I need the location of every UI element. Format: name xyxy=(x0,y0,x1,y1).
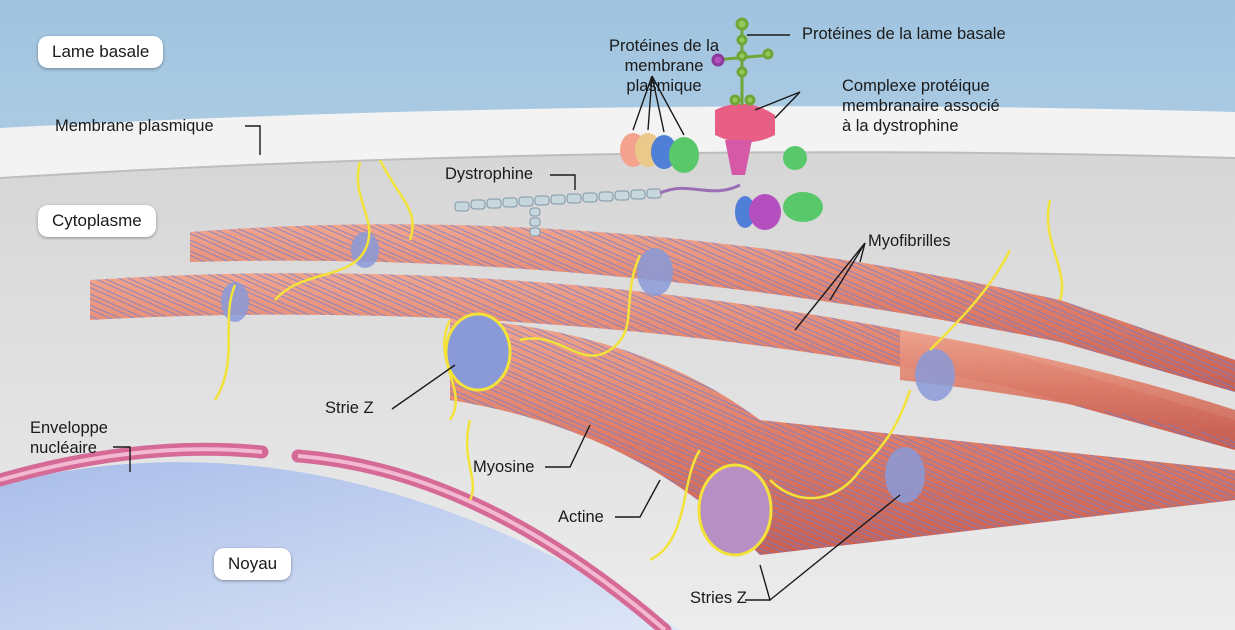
label-proteines-membrane-plasmique: Protéines de la membrane plasmique xyxy=(606,36,722,96)
z-disc xyxy=(637,248,673,296)
label-membrane-plasmique: Membrane plasmique xyxy=(55,116,214,136)
label-proteines-lame-basale: Protéines de la lame basale xyxy=(802,24,1006,44)
label-cytoplasme: Cytoplasme xyxy=(38,205,156,237)
z-disc xyxy=(915,349,955,401)
label-myofibrilles: Myofibrilles xyxy=(868,231,951,251)
label-dystrophine: Dystrophine xyxy=(445,164,533,184)
label-enveloppe-nucleaire: Enveloppe nucléaire xyxy=(30,418,108,458)
label-strie-z: Strie Z xyxy=(325,398,374,418)
z-disc xyxy=(885,447,925,503)
label-stries-z: Stries Z xyxy=(690,588,747,608)
strie-z-disc xyxy=(446,314,510,390)
label-lame-basale: Lame basale xyxy=(38,36,163,68)
label-complexe-proteique: Complexe protéique membranaire associé à… xyxy=(842,76,1000,136)
label-noyau: Noyau xyxy=(214,548,291,580)
label-actine: Actine xyxy=(558,507,604,527)
label-myosine: Myosine xyxy=(473,457,534,477)
stries-z-disc-front xyxy=(699,465,771,555)
